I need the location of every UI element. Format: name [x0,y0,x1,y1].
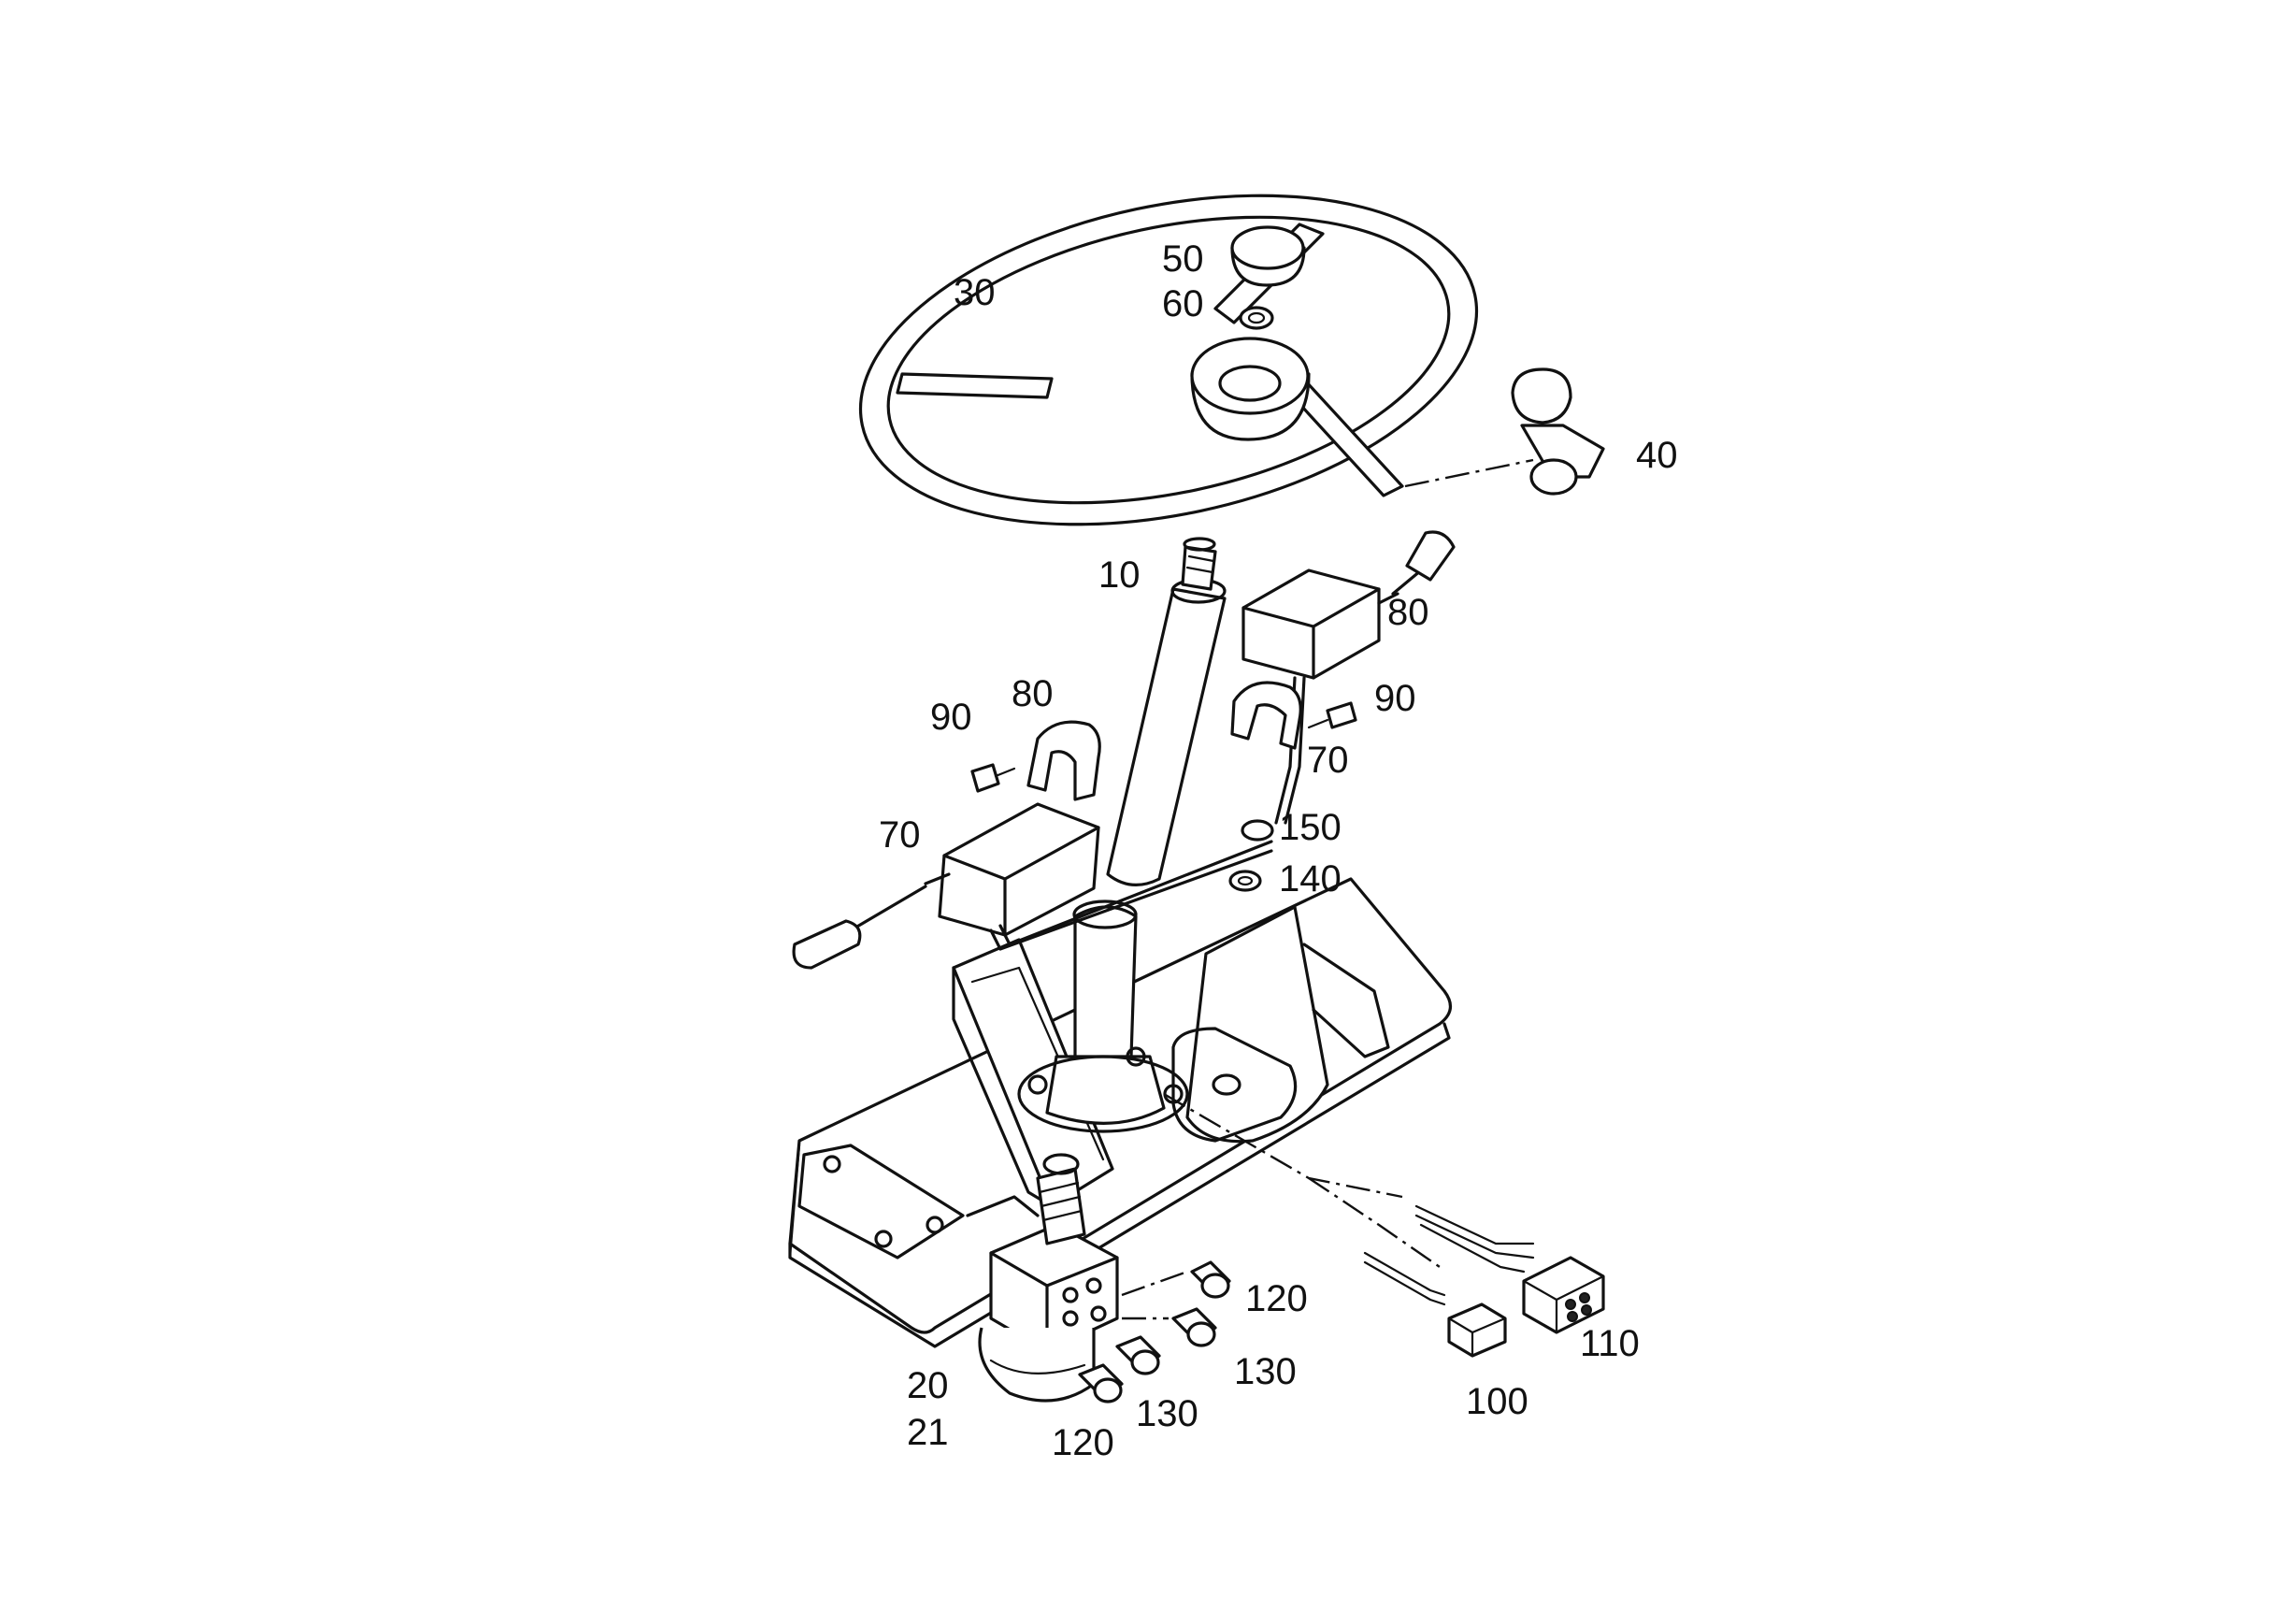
screw-90-right [1307,701,1357,729]
wire-harness [1163,1092,1535,1306]
label-30: 30 [954,272,996,313]
spinner-knob-40 [1404,367,1605,496]
label-110: 110 [1580,1323,1640,1364]
switch-clamp-80-right [1230,681,1302,750]
connector-110 [1522,1256,1605,1334]
screw-90-left [970,763,1016,793]
combination-switch-70-left [792,802,1273,970]
label-10: 10 [1098,554,1141,596]
label-60: 60 [1162,283,1204,324]
combination-switch-70-right [1241,530,1456,825]
hydraulic-fitting-120-lower [1078,1363,1124,1403]
wheel-center-cap-50 [1230,225,1306,287]
label-50: 50 [1162,238,1204,280]
pedal-bracket-right [1171,905,1390,1144]
label-20: 20 [907,1365,949,1406]
label-90-right: 90 [1374,678,1416,719]
steering-column-10 [1106,537,1227,886]
console-base-plate [788,877,1452,1348]
label-80-left: 80 [1012,673,1054,714]
part-labels: 30 50 60 40 10 80 80 90 90 70 70 150 140… [879,238,1678,1463]
label-70-left: 70 [879,814,921,856]
grommet-150 [1241,819,1274,842]
label-40: 40 [1636,435,1678,476]
label-80-right: 80 [1387,592,1429,633]
washer-140 [1228,870,1262,892]
label-130-right: 130 [1234,1351,1297,1392]
label-120-lower: 120 [1052,1422,1114,1463]
label-150: 150 [1279,807,1342,848]
steering-unit-20 [978,1153,1119,1403]
hydraulic-fitting-130-upper [1122,1307,1217,1347]
steering-wheel-30 [858,194,1479,526]
switch-clamp-80-left [1026,720,1101,801]
connector-100 [1447,1303,1507,1358]
label-90-left: 90 [930,697,972,738]
hub-nut-60 [1239,306,1274,330]
label-120-upper: 120 [1245,1278,1308,1319]
label-21: 21 [907,1412,949,1453]
hydraulic-fitting-120-upper [1121,1260,1231,1299]
lower-column-tube [1017,900,1189,1133]
label-70-right: 70 [1307,740,1349,781]
label-130-lower: 130 [1136,1393,1198,1434]
label-140: 140 [1279,858,1342,900]
hydraulic-fitting-130-lower [1115,1335,1161,1375]
label-100: 100 [1466,1381,1528,1422]
